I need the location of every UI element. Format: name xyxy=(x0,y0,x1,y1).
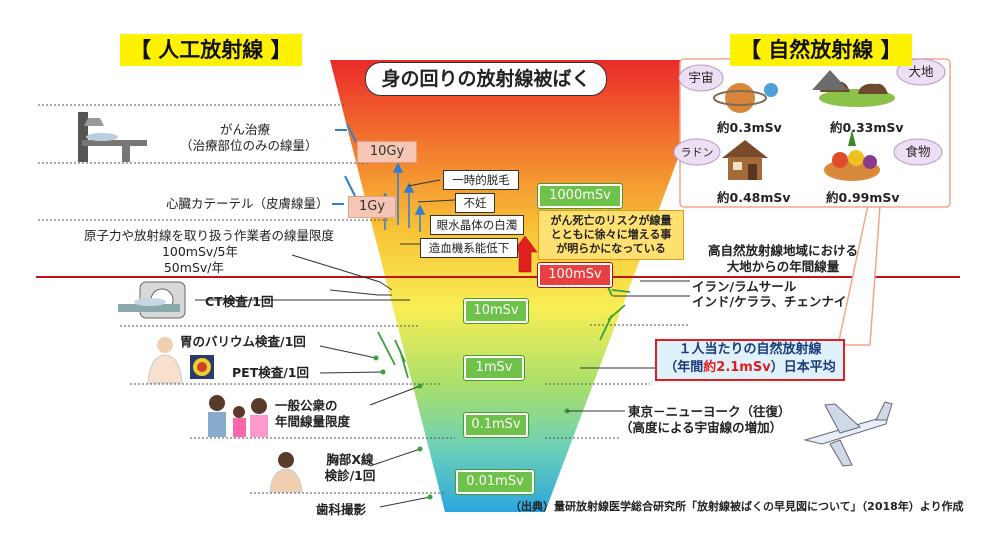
natural-radiation-header: 【 自然放射線 】 xyxy=(730,34,912,66)
label-chest-xray: 胸部X線 検診/1回 xyxy=(320,452,380,484)
label-high-natural-line1: 高自然放射線地域における xyxy=(707,243,858,258)
cancer-risk-note: がん死亡のリスクが線量 とともに徐々に増える事 が明らかになっている xyxy=(538,210,684,260)
cancer-risk-line-1: がん死亡のリスクが線量 xyxy=(550,214,672,227)
scale-0-01msv: 0.01mSv xyxy=(455,469,535,495)
label-flight-line2: （高度による宇宙線の増加） xyxy=(620,420,783,435)
tag-radon: ラドン xyxy=(680,146,714,159)
per-person-line2-prefix: （年間 xyxy=(664,360,704,375)
value-radon: 約0.48mSv xyxy=(717,190,791,205)
label-india-kerala: インド/ケララ、チェンナイ xyxy=(692,294,847,309)
natural-panel-callout xyxy=(837,204,881,346)
earth-horses-icon xyxy=(812,70,895,107)
label-cardiac-catheter: 心臓カテーテル（皮膚線量） xyxy=(166,196,329,211)
scale-1gy: 1Gy xyxy=(348,196,396,218)
label-public-limit-line2: 年間線量限度 xyxy=(275,414,351,429)
effect-cataract: 眼水晶体の白濁 xyxy=(430,215,524,235)
label-public-limit: 一般公衆の 年間線量限度 xyxy=(275,398,350,430)
pet-scan-icon xyxy=(190,355,214,379)
label-worker-limit-line3: 50mSv/年 xyxy=(163,260,224,275)
label-cancer-treatment-line1: がん治療 xyxy=(219,122,270,137)
label-high-natural-line2: 大地からの年間線量 xyxy=(726,259,840,274)
effect-hair-loss: 一時的脱毛 xyxy=(443,170,519,190)
label-dental-xray: 歯科撮影 xyxy=(316,502,367,517)
label-worker-limit-line1: 原子力や放射線を取り扱う作業者の線量限度 xyxy=(83,228,334,243)
value-food: 約0.99mSv xyxy=(826,190,900,205)
artificial-radiation-header: 【 人工放射線 】 xyxy=(120,34,302,66)
scale-10msv: 10mSv xyxy=(463,298,529,324)
value-earth: 約0.33mSv xyxy=(830,120,904,135)
xray-person-icon xyxy=(269,452,303,493)
per-person-line2-suffix: ）日本平均 xyxy=(770,360,836,375)
label-chest-xray-line1: 胸部X線 xyxy=(326,452,374,467)
effect-blood-disorder: 造血機系能低下 xyxy=(420,238,518,258)
value-space: 約0.3mSv xyxy=(717,120,782,135)
label-worker-limit-line2: 100mSv/5年 xyxy=(161,244,238,259)
label-cancer-treatment-line2: （治療部位のみの線量） xyxy=(180,138,318,153)
per-person-natural-box: １人当たりの自然放射線 （年間約2.1mSv）日本平均 xyxy=(655,339,845,381)
increase-arrow xyxy=(512,235,538,273)
source-citation: （出典）量研放射線医学総合研究所「放射線被ばくの早見図について」（2018年）よ… xyxy=(510,500,964,513)
ct-scanner-icon xyxy=(118,281,186,319)
tag-earth: 大地 xyxy=(908,64,934,79)
label-high-natural-area: 高自然放射線地域における 大地からの年間線量 xyxy=(688,243,878,275)
label-flight-line1: 東京－ニューヨーク（往復） xyxy=(628,404,791,419)
per-person-line2: （年間約2.1mSv）日本平均 xyxy=(657,359,843,377)
scale-100msv: 100mSv xyxy=(537,262,613,288)
effect-infertility: 不妊 xyxy=(455,193,495,213)
therapy-bed-icon xyxy=(78,112,147,162)
family-icon xyxy=(208,395,268,437)
planet-icon xyxy=(713,83,778,113)
scale-10gy: 10Gy xyxy=(357,141,417,163)
cancer-risk-line-3: が明らかになっている xyxy=(556,242,666,255)
label-barium-test: 胃のバリウム検査/1回 xyxy=(180,334,306,349)
house-icon xyxy=(722,140,768,180)
label-iran-ramsar: イラン/ラムサール xyxy=(692,279,797,294)
airplane-icon xyxy=(803,401,893,467)
label-chest-xray-line2: 検診/1回 xyxy=(324,468,376,483)
scale-1msv: 1mSv xyxy=(463,355,525,381)
cancer-risk-line-2: とともに徐々に増える事 xyxy=(550,228,672,241)
scale-0-1msv: 0.1mSv xyxy=(463,412,529,438)
label-flight: 東京－ニューヨーク（往復） （高度による宇宙線の増加） xyxy=(620,404,791,436)
tag-space: 宇宙 xyxy=(688,70,714,85)
funnel-title: 身の回りの放射線被ばく xyxy=(365,62,607,96)
label-public-limit-line1: 一般公衆の xyxy=(275,398,338,413)
label-worker-limit: 原子力や放射線を取り扱う作業者の線量限度 100mSv/5年 50mSv/年 xyxy=(40,228,334,276)
tag-food: 食物 xyxy=(905,144,931,159)
label-ct-scan: CT検査/1回 xyxy=(205,294,274,309)
label-pet-scan: PET検査/1回 xyxy=(232,365,309,380)
food-icon xyxy=(824,130,880,181)
patient-icon xyxy=(147,337,183,384)
label-cancer-treatment: がん治療 （治療部位のみの線量） xyxy=(180,122,318,154)
per-person-line1: １人当たりの自然放射線 xyxy=(678,342,822,357)
dose-funnel xyxy=(330,60,715,512)
scale-1000msv: 1000mSv xyxy=(537,183,623,209)
per-person-value: 約2.1mSv xyxy=(703,360,771,375)
